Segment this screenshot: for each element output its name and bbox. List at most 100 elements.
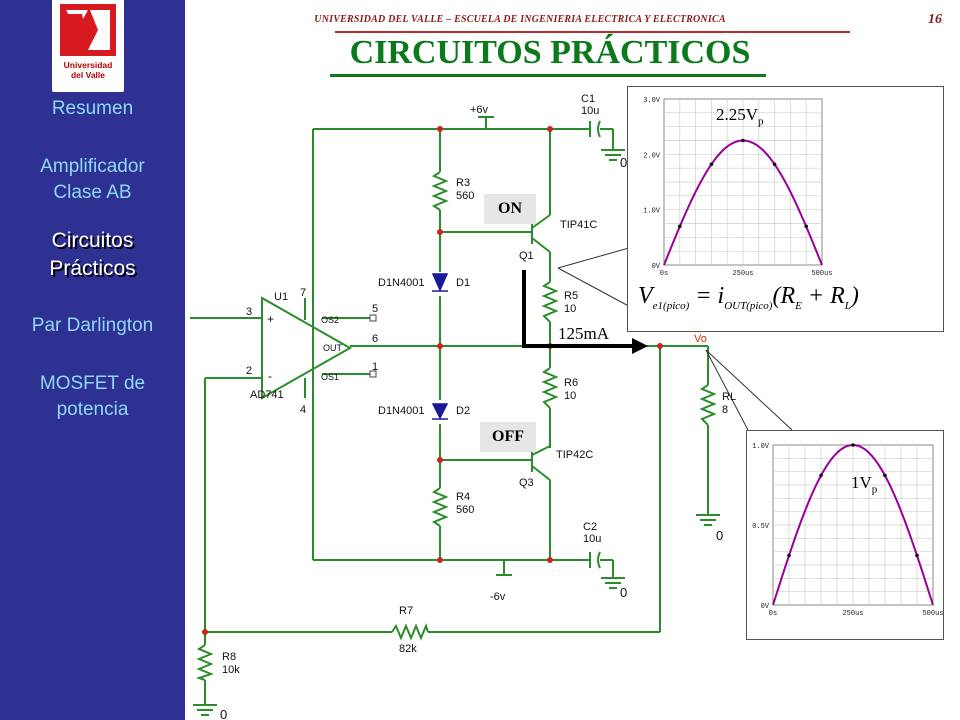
data-point <box>851 443 855 447</box>
r6-value: 10 <box>564 390 576 402</box>
title-underline <box>330 74 766 77</box>
c1-name: C1 <box>581 93 595 105</box>
pin-5: 5 <box>372 303 378 315</box>
plus-input-icon: + <box>267 312 274 326</box>
d2-name: D2 <box>456 405 470 417</box>
equation-re-sub: E <box>795 299 802 312</box>
plot1-annotation: 2.25Vp <box>716 105 764 127</box>
q3-part: TIP42C <box>556 449 593 461</box>
u1-name: U1 <box>274 291 288 303</box>
nav-label: Resumen <box>51 98 134 119</box>
data-point <box>678 224 682 229</box>
rl-name: RL <box>722 391 736 403</box>
diodes <box>431 273 449 420</box>
r8-name: R8 <box>222 651 236 663</box>
c2-name: C2 <box>583 521 597 533</box>
current-label: 125mA <box>558 324 609 343</box>
r6-name: R6 <box>564 377 578 389</box>
x-tick-label: 250us <box>842 610 863 618</box>
r5-value: 10 <box>564 303 576 315</box>
nav-label-line1: Circuitos <box>51 229 134 252</box>
x-tick-label: 500us <box>922 610 943 618</box>
r4-name: R4 <box>456 491 470 503</box>
nav-label: Par Darlington <box>31 315 154 336</box>
r7-value: 82k <box>399 643 417 655</box>
logo-text: Universidad del Valle <box>52 60 124 80</box>
nav-label-line2: potencia <box>56 399 129 420</box>
university-logo: Universidad del Valle <box>52 0 124 92</box>
arrow-head-icon <box>632 338 648 354</box>
data-point <box>804 224 808 229</box>
nav-item-amplificador-clase-ab[interactable]: Amplificador Clase AB <box>0 154 185 206</box>
q1-part: TIP41C <box>560 219 597 231</box>
x-tick-label: 250us <box>732 270 753 278</box>
plot2-annotation-sub: p <box>871 483 878 496</box>
plot1-annotation-value: 2.25V <box>716 105 759 124</box>
plot-emitter-voltage: 0V 1.0V 2.0V 3.0V 0s 250us 500us <box>643 97 832 278</box>
slide-header: UNIVERSIDAD DEL VALLE – ESCUELA DE INGEN… <box>314 14 726 25</box>
nav-item-mosfet-de-potencia[interactable]: MOSFET de potencia <box>0 371 185 423</box>
ground-label-c2: 0 <box>620 585 627 600</box>
u1-part: AD741 <box>250 389 284 401</box>
junction-dots <box>202 126 663 635</box>
page-number: 16 <box>928 12 942 27</box>
c1-value: 10u <box>581 105 599 117</box>
pin-1: 1 <box>372 361 378 373</box>
nav-item-resumen[interactable]: Resumen <box>0 96 185 122</box>
logo-line-2: del Valle <box>70 70 106 80</box>
nav-item-circuitos-practicos[interactable]: Circuitos Prácticos <box>0 227 185 283</box>
y-tick-label: 0.5V <box>752 523 770 531</box>
off-tag: OFF <box>480 422 536 452</box>
on-tag: ON <box>484 194 536 224</box>
op-amp-offset-pins <box>369 314 377 378</box>
supply-pos-label: +6v <box>470 104 489 116</box>
plot2-annotation-value: 1V <box>851 473 872 492</box>
rl-value: 8 <box>722 404 728 416</box>
r4-value: 560 <box>456 504 474 516</box>
data-point <box>883 473 887 478</box>
r5-name: R5 <box>564 290 578 302</box>
r3-name: R3 <box>456 177 470 189</box>
nav-label-line2: Clase AB <box>53 182 132 203</box>
q1-name: Q1 <box>519 250 534 262</box>
x-tick-label: 500us <box>811 270 832 278</box>
equation-rest: (R <box>772 283 796 309</box>
y-tick-label: 3.0V <box>643 97 661 105</box>
nav-item-par-darlington[interactable]: Par Darlington <box>0 313 185 339</box>
y-tick-label: 0V <box>761 603 770 611</box>
c2-value: 10u <box>583 533 601 545</box>
plot2-annotation: 1Vp <box>851 473 877 495</box>
data-point <box>772 162 777 167</box>
data-point <box>709 162 714 167</box>
ground-label-rl: 0 <box>716 528 723 543</box>
y-tick-label: 1.0V <box>643 208 661 216</box>
d2-part: D1N4001 <box>378 405 424 417</box>
data-point <box>787 553 791 558</box>
logo-emblem-icon <box>60 4 116 56</box>
y-tick-label: 2.0V <box>643 152 661 160</box>
pin-4: 4 <box>300 404 306 416</box>
q3-name: Q3 <box>519 477 534 489</box>
minus-input-icon: - <box>268 369 272 383</box>
nav-label-line2: Prácticos <box>49 257 136 280</box>
os2-label: OS2 <box>321 315 339 325</box>
ground-label-r8: 0 <box>220 707 227 720</box>
data-point <box>741 138 745 143</box>
pin-6: 6 <box>372 333 378 345</box>
data-point <box>915 553 919 558</box>
equation: Ve1(pico) = iOUT(pico)(RE + RL) <box>638 283 859 312</box>
pin-2: 2 <box>246 365 252 377</box>
y-tick-label: 0V <box>652 263 661 271</box>
sidebar: Universidad del Valle Resumen Amplificad… <box>0 0 185 720</box>
d1-name: D1 <box>456 277 470 289</box>
out-label: OUT <box>323 343 343 353</box>
header-rule <box>335 31 850 33</box>
equation-rl-sub: L <box>844 299 851 312</box>
equation-plus: + R <box>801 283 845 309</box>
equation-close: ) <box>850 283 859 309</box>
nav-label-line1: MOSFET de <box>39 373 146 394</box>
x-tick-label: 0s <box>660 270 668 278</box>
